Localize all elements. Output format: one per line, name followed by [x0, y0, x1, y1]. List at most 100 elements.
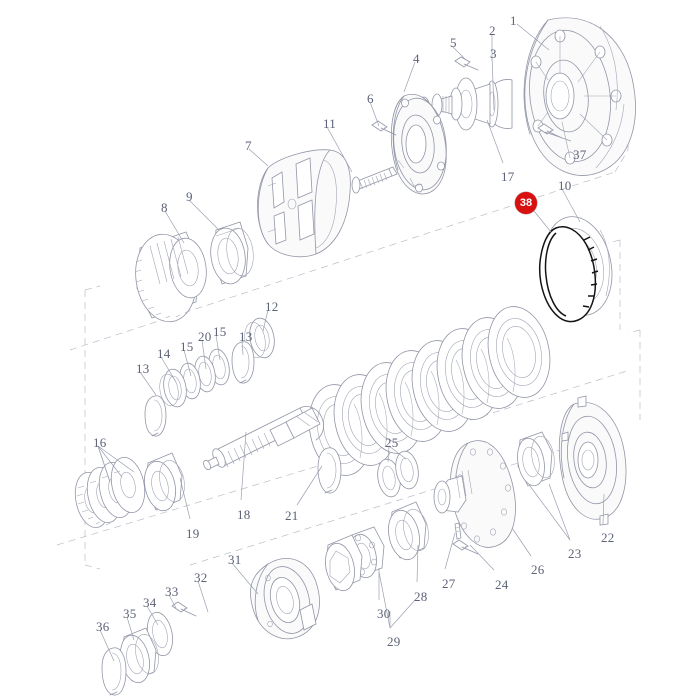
leader-line-25 — [387, 445, 390, 463]
callout-number-33: 33 — [165, 584, 179, 599]
part-35-bearing — [120, 627, 159, 684]
callout-number-27: 27 — [442, 576, 456, 591]
callout-number-25: 25 — [385, 435, 399, 450]
leader-line-16-branch — [97, 445, 135, 473]
leader-line-29c — [389, 599, 416, 629]
callout-number-10: 10 — [558, 178, 572, 193]
callout-number-11: 11 — [323, 116, 336, 131]
part-1-bell-housing — [523, 17, 636, 176]
parts-12-15-20-rings — [144, 317, 275, 437]
leader-line-16-branch — [97, 445, 111, 483]
callout-number-15: 15 — [180, 339, 194, 354]
leader-line-1 — [516, 23, 550, 51]
part-28-bearing — [388, 501, 429, 561]
leader-line-10 — [561, 188, 581, 223]
leader-line-14 — [160, 356, 177, 383]
leader-line-11 — [326, 126, 353, 173]
callout-number-23: 23 — [568, 546, 582, 561]
leader-line-19 — [179, 477, 191, 520]
callout-number-36: 36 — [96, 619, 110, 634]
leader-line-13 — [241, 339, 244, 356]
callout-number-13: 13 — [239, 329, 253, 344]
leader-line-27 — [444, 532, 456, 570]
part-22-rear-housing — [558, 395, 627, 526]
leader-line-34 — [146, 605, 159, 626]
leader-line-31 — [231, 562, 259, 595]
callout-number-12: 12 — [265, 299, 279, 314]
leader-line-29b — [378, 571, 391, 629]
leader-line-28 — [416, 544, 419, 583]
leader-line-9 — [188, 199, 220, 231]
callout-number-21: 21 — [285, 508, 299, 523]
leader-line-37 — [544, 131, 572, 142]
callout-number-19: 19 — [186, 526, 200, 541]
part-31-carrier-housing — [250, 558, 320, 640]
callout-number-16: 16 — [93, 435, 107, 450]
callout-number-26: 26 — [531, 562, 545, 577]
part-18-input-shaft — [203, 406, 324, 471]
part-5-bolt — [454, 56, 479, 71]
callout-number-14: 14 — [157, 346, 171, 361]
callout-number-9: 9 — [186, 189, 193, 204]
highlight-leader-path — [533, 210, 552, 233]
part-23-seal-rings — [517, 431, 555, 487]
highlight-badge-38[interactable]: 38 — [515, 192, 537, 214]
callout-number-20: 20 — [198, 329, 212, 344]
leader-line-24 — [469, 544, 495, 571]
callout-number-32: 32 — [194, 570, 208, 585]
callout-number-7: 7 — [245, 138, 252, 153]
leader-line-35 — [126, 616, 135, 641]
part-9-bearing — [210, 221, 254, 285]
part-6-bolt — [371, 120, 397, 136]
part-36-snap-ring — [101, 647, 127, 696]
leader-line-22 — [602, 493, 605, 525]
part-25-washers — [377, 450, 419, 498]
part-19-bearing — [144, 452, 185, 512]
part-4-front-cover — [391, 94, 447, 195]
callout-number-31: 31 — [228, 552, 242, 567]
leader-line-8 — [164, 210, 185, 244]
callout-number-18: 18 — [237, 507, 251, 522]
clutch-plate-pack — [300, 300, 559, 482]
leader-line-4 — [403, 61, 416, 93]
part-16-disc-stack — [74, 457, 146, 528]
leader-line-13 — [139, 371, 157, 396]
leader-line-18 — [240, 431, 247, 501]
callout-number-5: 5 — [450, 35, 457, 50]
callout-number-4: 4 — [413, 51, 420, 66]
callout-number-6: 6 — [367, 91, 374, 106]
part-13-snap-ring — [231, 341, 255, 384]
leader-line-33 — [168, 594, 177, 609]
part-33-bolt — [171, 601, 197, 617]
leader-line-26 — [511, 527, 532, 557]
part-14-bearing-ring — [159, 368, 187, 408]
leader-line-15 — [215, 334, 221, 361]
leader-line-12 — [262, 309, 269, 332]
part-32-hex-ring — [325, 534, 363, 592]
callout-number-37: 37 — [573, 147, 587, 162]
callout-number-13: 13 — [136, 361, 150, 376]
callout-number-2: 2 — [489, 23, 496, 38]
leader-line-21 — [296, 465, 323, 506]
leader-line-5 — [451, 45, 467, 61]
callout-number-22: 22 — [601, 530, 615, 545]
part-38-highlighted-plate — [538, 226, 599, 323]
leader-line-16-branch — [97, 445, 123, 478]
leader-line-36 — [99, 629, 115, 662]
part-11-shaft — [351, 166, 398, 194]
callout-number-3: 3 — [490, 46, 497, 61]
callout-number-15: 15 — [213, 324, 227, 339]
part-7-clutch-drum — [257, 149, 351, 258]
leader-line-15 — [183, 349, 192, 377]
part-21-snap-ring — [317, 447, 342, 494]
leader-line-32 — [197, 580, 209, 613]
part-13-snap-ring-b — [144, 395, 167, 437]
leader-line-23 — [548, 483, 571, 541]
leader-line-23b — [529, 485, 571, 541]
leader-line-3 — [491, 56, 495, 111]
callout-number-35: 35 — [123, 606, 137, 621]
callout-number-34: 34 — [143, 595, 157, 610]
callout-number-30: 30 — [377, 606, 391, 621]
